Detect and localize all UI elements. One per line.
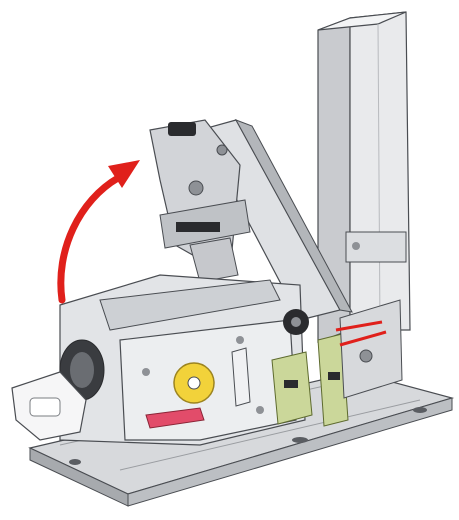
circuit-board-icon (271, 333, 349, 427)
open-direction-arrow-icon (57, 160, 140, 304)
gear-icon (283, 309, 309, 335)
opened-top-assembly (149, 119, 251, 283)
drive-wheel-icon (173, 362, 215, 404)
linkage-assembly (335, 299, 403, 399)
card-lever (145, 407, 205, 429)
card-hopper-tower (317, 11, 411, 343)
latch-arm (231, 347, 251, 407)
front-roller-assembly (11, 339, 105, 441)
